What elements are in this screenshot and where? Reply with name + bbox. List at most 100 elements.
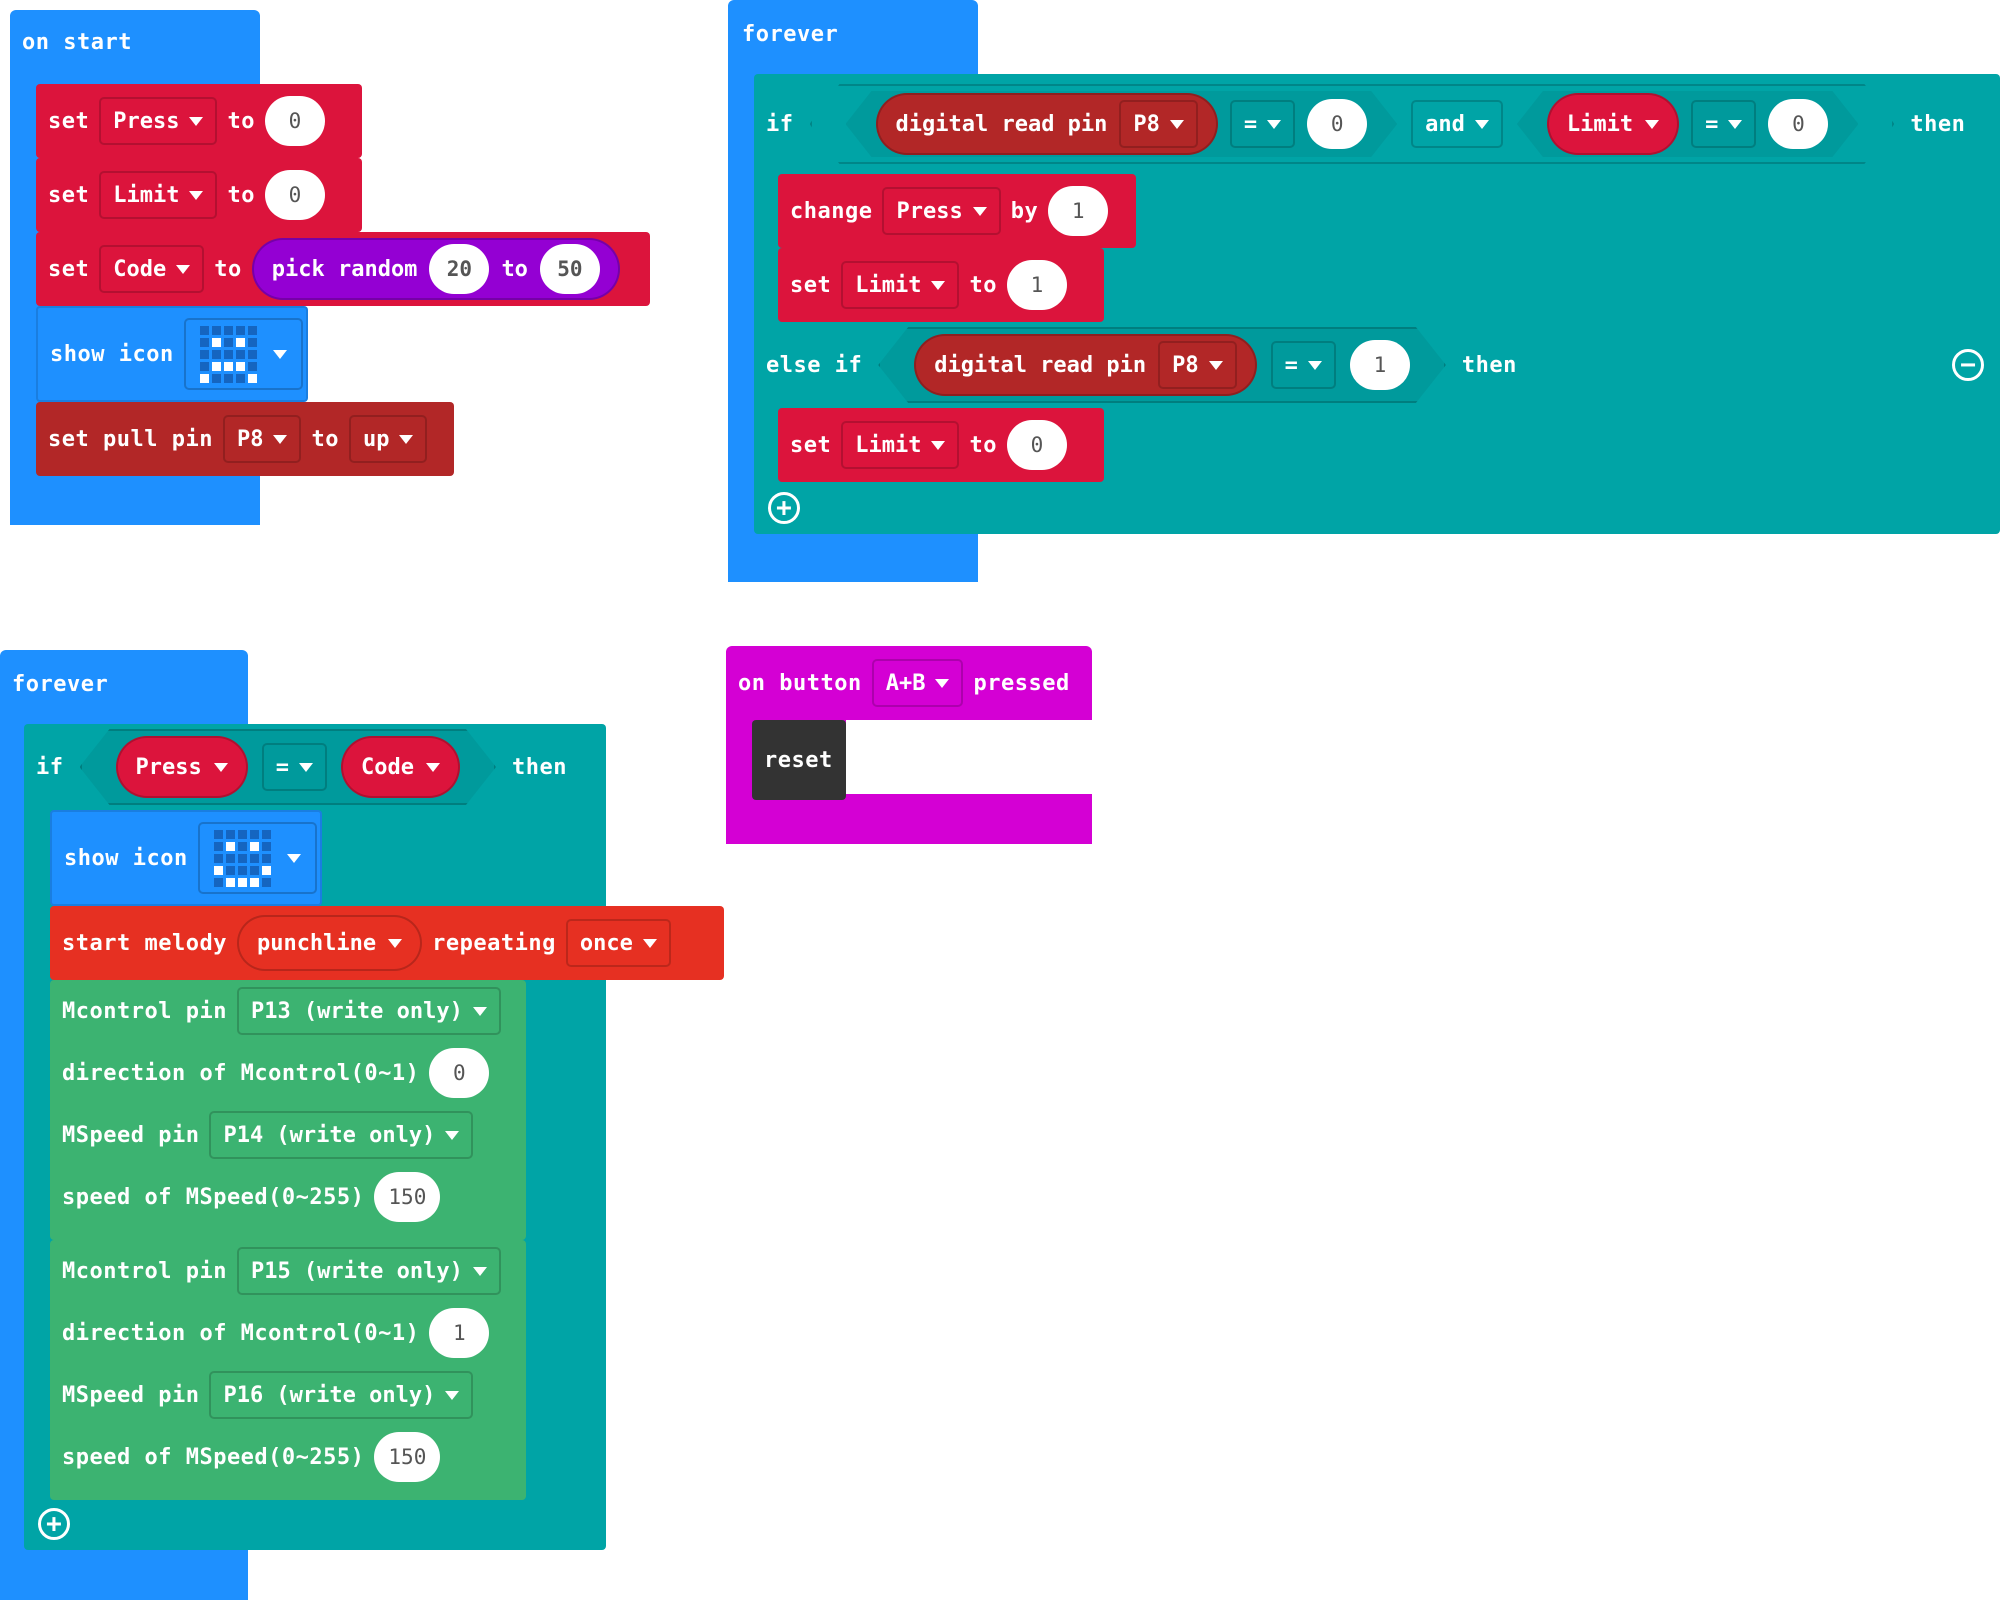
compare-condition[interactable]: Press = Code (80, 729, 496, 805)
press-variable[interactable]: Press (116, 736, 248, 798)
operator-dropdown[interactable]: = (1691, 100, 1756, 148)
variable-dropdown-press[interactable]: Press (99, 97, 218, 145)
value-input[interactable]: 1 (1048, 186, 1109, 236)
chevron-down-icon (1308, 361, 1322, 370)
limit-variable[interactable]: Limit (1547, 93, 1679, 155)
chevron-down-icon (189, 116, 204, 126)
pick-random-block[interactable]: pick random 20 to 50 (251, 238, 620, 300)
chevron-down-icon (1267, 120, 1281, 129)
operator-dropdown[interactable]: = (262, 743, 327, 791)
to-keyword: to (214, 256, 242, 282)
pin-dropdown[interactable]: P8 (1158, 341, 1237, 389)
set-pull-pin-block[interactable]: set pull pin P8 to up (36, 402, 454, 476)
value-input[interactable]: 0 (1768, 99, 1828, 149)
variable-dropdown-limit[interactable]: Limit (841, 261, 960, 309)
compare-condition[interactable]: digital read pin P8 = 0 (846, 91, 1398, 157)
add-else-button[interactable]: + (38, 1508, 70, 1540)
operator-dropdown[interactable]: = (1271, 341, 1336, 389)
chevron-down-icon (426, 763, 440, 772)
mspeed-pin-dropdown[interactable]: P16 (write only) (209, 1371, 474, 1419)
pressed-label: pressed (973, 670, 1070, 696)
set-pull-pin-label: set pull pin (48, 426, 213, 452)
then-keyword: then (1910, 111, 1966, 137)
show-icon-block[interactable]: show icon (36, 306, 308, 402)
code-variable[interactable]: Code (341, 736, 460, 798)
on-start-label: on start (22, 30, 132, 55)
pull-mode-dropdown[interactable]: up (348, 415, 428, 463)
pin-dropdown[interactable]: P8 (1119, 100, 1198, 148)
mcontrol-pin-dropdown[interactable]: P13 (write only) (236, 987, 501, 1035)
add-else-button[interactable]: + (768, 492, 800, 524)
variable-dropdown-press[interactable]: Press (882, 187, 1001, 235)
value-input[interactable]: 0 (264, 96, 325, 146)
c-block-gap (846, 720, 1092, 794)
compare-condition[interactable]: digital read pin P8 = 1 (878, 327, 1446, 403)
mcontrol-pin-label: Mcontrol pin (62, 998, 227, 1024)
compare-condition[interactable]: Limit = 0 (1517, 91, 1858, 157)
icon-dropdown[interactable] (183, 318, 303, 390)
motor-control-block[interactable]: Mcontrol pin P13 (write only) direction … (50, 980, 526, 1240)
speed-input[interactable]: 150 (374, 1432, 441, 1482)
direction-input[interactable]: 1 (429, 1308, 490, 1358)
and-condition[interactable]: digital read pin P8 = 0 and Limit = 0 (810, 84, 1895, 164)
set-limit-block[interactable]: set Limit to 0 (778, 408, 1104, 482)
melody-dropdown[interactable]: punchline (236, 915, 423, 971)
variable-dropdown-limit[interactable]: Limit (841, 421, 960, 469)
remove-else-button[interactable]: − (1952, 349, 1984, 381)
motor-control-block[interactable]: Mcontrol pin P15 (write only) direction … (50, 1240, 526, 1500)
value-input[interactable]: 0 (264, 170, 325, 220)
logic-operator-dropdown[interactable]: and (1411, 100, 1503, 148)
by-keyword: by (1010, 198, 1039, 224)
chevron-down-icon (472, 1266, 487, 1276)
value-input[interactable]: 0 (1006, 420, 1067, 470)
direction-input[interactable]: 0 (429, 1048, 490, 1098)
change-keyword: change (790, 198, 873, 224)
mcontrol-pin-dropdown[interactable]: P15 (write only) (236, 1247, 501, 1295)
digital-read-pin-block[interactable]: digital read pin P8 (876, 93, 1218, 155)
pick-random-label: pick random (271, 256, 418, 282)
value-input[interactable]: 1 (1006, 260, 1067, 310)
repeat-mode-dropdown[interactable]: once (565, 919, 671, 967)
variable-dropdown-code[interactable]: Code (99, 245, 205, 293)
show-icon-block[interactable]: show icon (50, 810, 322, 906)
random-max-input[interactable]: 50 (539, 244, 600, 294)
start-melody-block[interactable]: start melody punchline repeating once (50, 906, 724, 980)
variable-dropdown-limit[interactable]: Limit (99, 171, 218, 219)
to-keyword: to (501, 256, 528, 282)
set-press-block[interactable]: set Press to 0 (36, 84, 362, 158)
operator-dropdown[interactable]: = (1230, 100, 1295, 148)
plus-circle-icon: + (768, 492, 800, 524)
button-dropdown[interactable]: A+B (871, 659, 964, 707)
chevron-down-icon (399, 434, 414, 444)
happy-face-icon (213, 829, 271, 887)
then-keyword: then (1461, 352, 1517, 378)
value-input[interactable]: 0 (1307, 99, 1367, 149)
speed-label: speed of MSpeed(0~255) (62, 1444, 365, 1470)
speed-input[interactable]: 150 (374, 1172, 441, 1222)
chevron-down-icon (642, 938, 657, 948)
change-press-block[interactable]: change Press by 1 (778, 174, 1136, 248)
chevron-down-icon (272, 349, 287, 359)
direction-label: direction of Mcontrol(0~1) (62, 1320, 420, 1346)
set-limit-block[interactable]: set Limit to 0 (36, 158, 362, 232)
digital-read-pin-block[interactable]: digital read pin P8 (914, 334, 1256, 396)
else-if-row: else if digital read pin P8 = 1 then (754, 322, 2000, 408)
set-keyword: set (790, 432, 832, 458)
mspeed-pin-label: MSpeed pin (62, 1382, 200, 1408)
set-limit-block[interactable]: set Limit to 1 (778, 248, 1104, 322)
chevron-down-icon (972, 206, 987, 216)
chevron-down-icon (472, 1006, 487, 1016)
then-keyword: then (511, 754, 567, 780)
digital-read-label: digital read pin (895, 111, 1108, 137)
random-min-input[interactable]: 20 (429, 244, 490, 294)
icon-dropdown[interactable] (197, 822, 317, 894)
value-input[interactable]: 1 (1350, 340, 1410, 390)
mspeed-pin-dropdown[interactable]: P14 (write only) (209, 1111, 474, 1159)
c-block-spine (726, 720, 750, 796)
on-button-row: on button A+B pressed (726, 646, 1092, 720)
set-code-block[interactable]: set Code to pick random 20 to 50 (36, 232, 650, 306)
mcontrol-pin-label: Mcontrol pin (62, 1258, 227, 1284)
reset-block[interactable]: reset (752, 720, 846, 800)
pin-dropdown[interactable]: P8 (222, 415, 302, 463)
chevron-down-icon (931, 440, 946, 450)
